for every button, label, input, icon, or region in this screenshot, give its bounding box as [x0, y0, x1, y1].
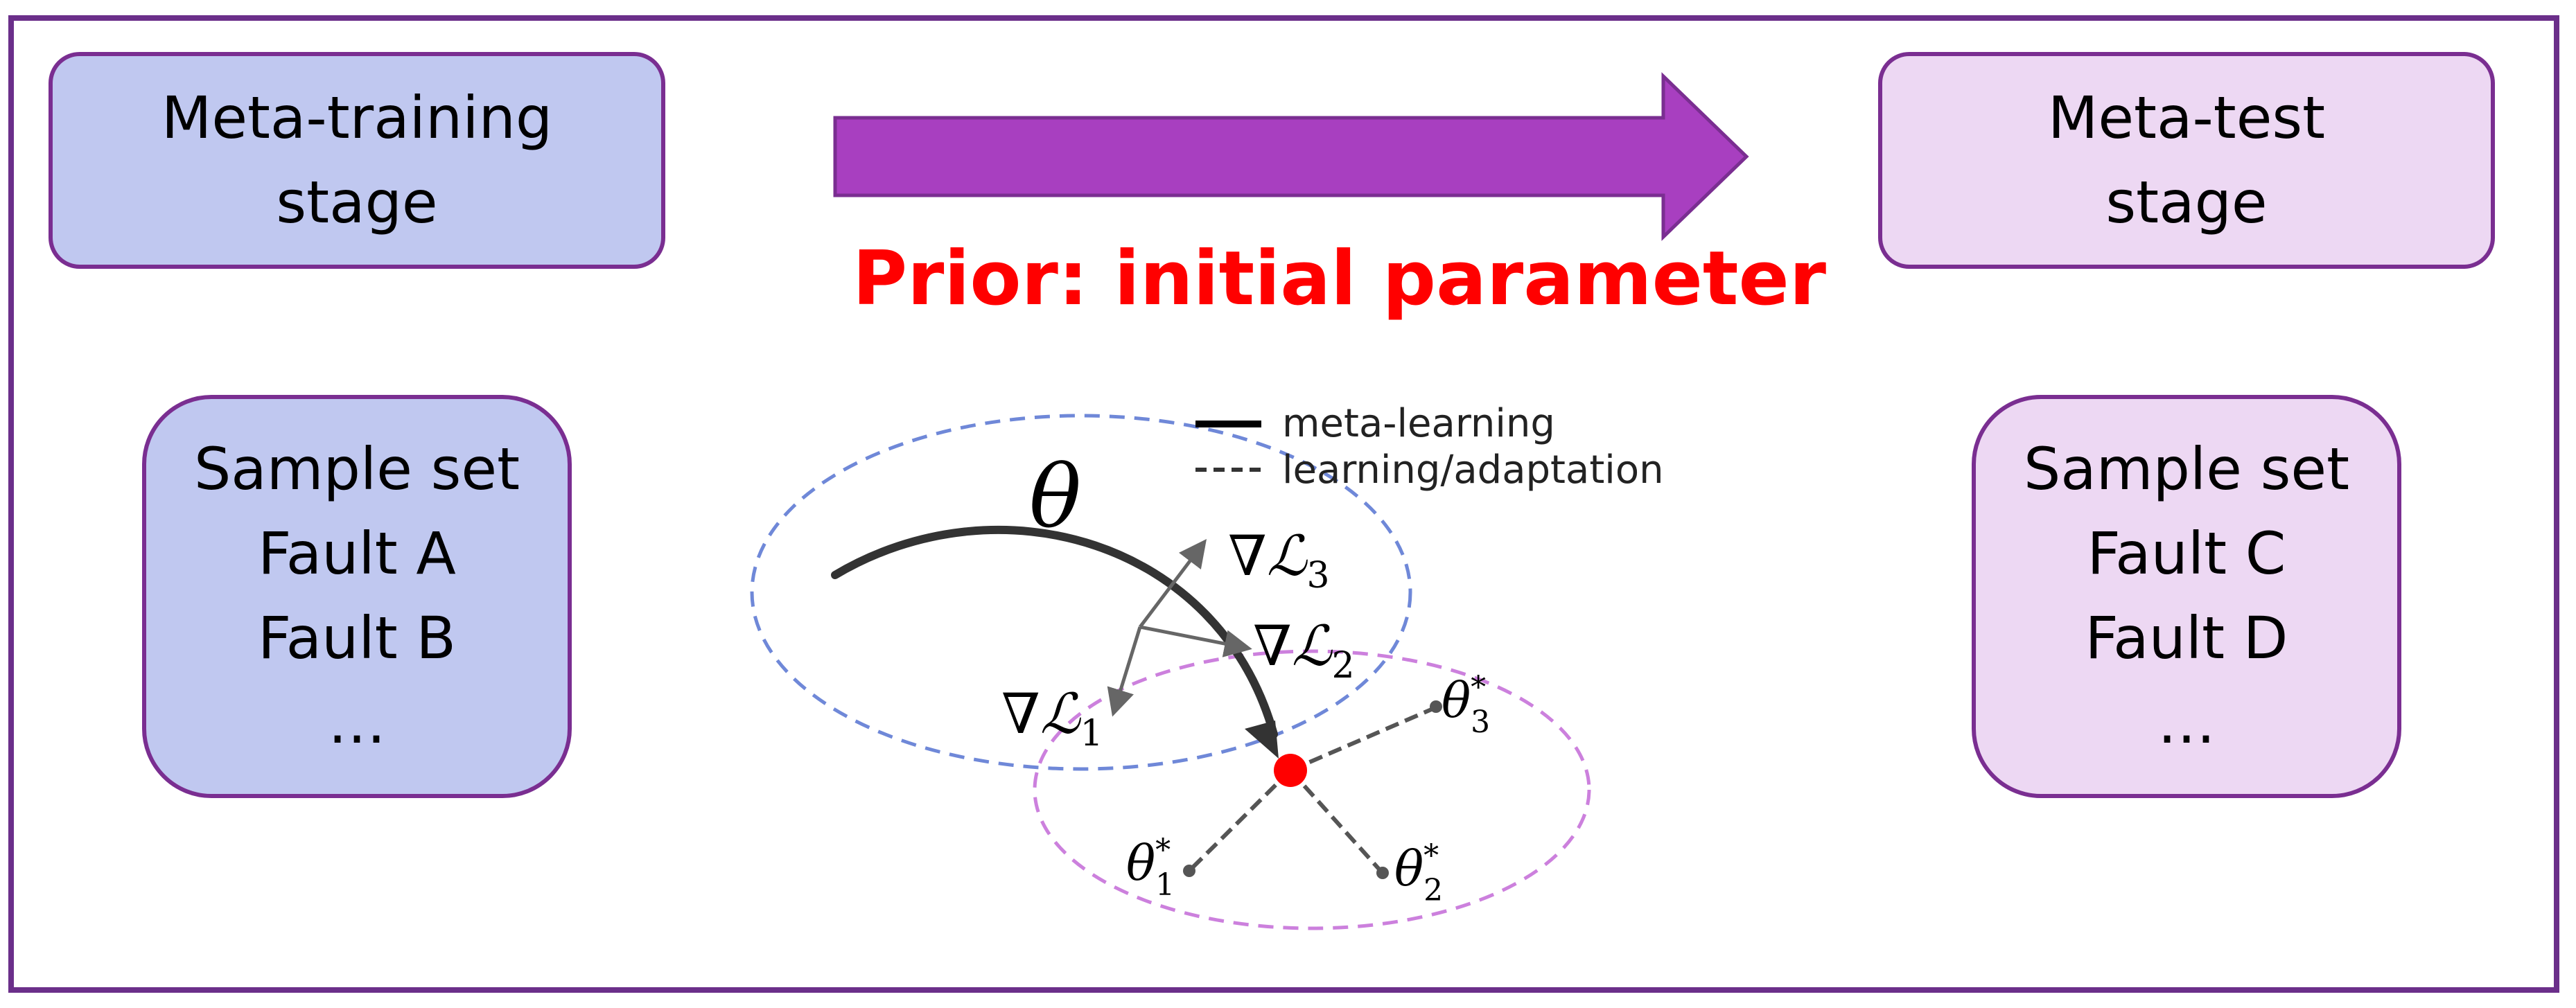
loss-symbol: ℒ [1040, 682, 1081, 746]
meta-learning-ellipse [750, 414, 1412, 771]
nabla-symbol: ∇ [1253, 614, 1292, 678]
meta-test-stage-box: Meta-test stage [1878, 52, 2495, 269]
initial-parameter-point [1274, 754, 1307, 787]
gradient-1-subscript: 1 [1080, 713, 1103, 754]
gradient-3-label: ∇ℒ3 [1228, 524, 1330, 596]
meta-learning-arrowhead [1245, 720, 1279, 759]
gradient-2-label: ∇ℒ2 [1253, 614, 1355, 687]
meta-test-stage-line2: stage [2105, 168, 2268, 236]
left-sample-item-fault-b: Fault B [258, 604, 456, 672]
theta-star-2-star: * [1423, 838, 1439, 874]
gradient-3-subscript: 3 [1306, 555, 1329, 596]
meta-learning-path [831, 526, 1278, 739]
meta-test-stage-line1: Meta-test [2047, 83, 2326, 152]
legend-meta-learning-label: meta-learning [1282, 401, 1555, 446]
adaptation-line-3 [1289, 706, 1436, 772]
right-sample-item-fault-c: Fault C [2087, 520, 2286, 588]
right-sample-item-fault-d: Fault D [2085, 604, 2288, 672]
nabla-symbol: ∇ [1001, 682, 1040, 746]
theta-star-1-subscript: 1 [1155, 867, 1175, 903]
right-sample-set-title: Sample set [2023, 435, 2350, 504]
gradient-3-arrow [1139, 539, 1207, 628]
theta-star-2-subscript: 2 [1423, 873, 1443, 908]
theta-star-2-point [1376, 867, 1389, 879]
theta-star-3-label: θ*3 [1442, 670, 1490, 740]
right-sample-set-box: Sample set Fault C Fault D … [1972, 395, 2401, 798]
left-sample-item-ellipsis: … [328, 688, 386, 757]
gradient-2-arrow [1139, 625, 1252, 657]
left-sample-set-box: Sample set Fault A Fault B … [142, 395, 572, 798]
theta-star-2-label: θ*2 [1394, 838, 1443, 908]
outer-frame [8, 15, 2559, 993]
left-sample-set-title: Sample set [193, 435, 520, 504]
left-sample-item-fault-a: Fault A [258, 520, 456, 588]
gradient-2-subscript: 2 [1331, 645, 1354, 687]
theta-symbol: θ [1126, 835, 1155, 892]
adaptation-ellipse [1033, 649, 1591, 930]
theta-symbol: θ [1394, 840, 1423, 897]
legend-learning-adaptation-label: learning/adaptation [1282, 448, 1664, 493]
theta-star-3-point [1430, 700, 1442, 713]
theta-star-1-label: θ*1 [1126, 833, 1175, 903]
theta-symbol: θ [1442, 672, 1471, 729]
gradient-1-arrow [1107, 626, 1142, 717]
meta-training-stage-line2: stage [276, 168, 438, 236]
meta-training-stage-box: Meta-training stage [49, 52, 665, 269]
stage-transfer-arrow [833, 72, 1749, 241]
prior-label: Prior: initial parameter [852, 236, 1827, 322]
adaptation-line-1 [1189, 768, 1293, 872]
theta-star-3-subscript: 3 [1471, 705, 1490, 740]
theta-star-3-star: * [1471, 670, 1486, 705]
theta-star-1-point [1183, 865, 1195, 877]
theta-star-1-star: * [1155, 833, 1171, 868]
loss-symbol: ℒ [1292, 614, 1333, 678]
right-sample-item-ellipsis: … [2157, 688, 2216, 757]
meta-training-stage-line1: Meta-training [161, 83, 553, 152]
gradient-1-label: ∇ℒ1 [1001, 682, 1103, 754]
adaptation-line-2 [1288, 768, 1383, 874]
loss-symbol: ℒ [1267, 524, 1308, 588]
nabla-symbol: ∇ [1228, 524, 1267, 588]
